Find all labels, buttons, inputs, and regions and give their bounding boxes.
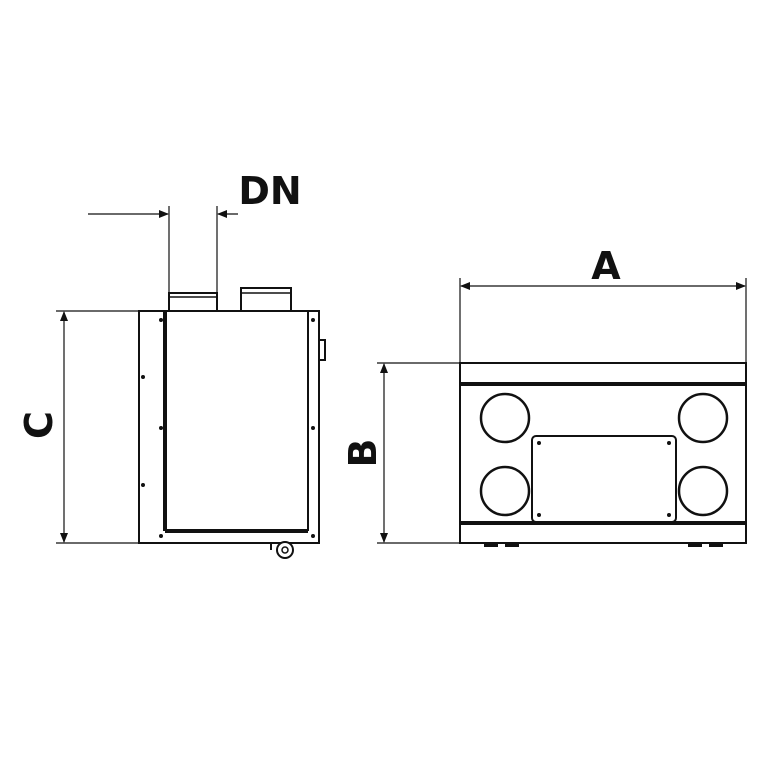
side-view [138,287,326,559]
foot [688,543,702,547]
foot [484,543,498,547]
front-view [459,362,747,547]
dimension-b [377,362,459,544]
access-panel [531,435,677,523]
foot [709,543,723,547]
side-view-body [138,310,320,544]
dim-label-a: A [591,244,621,288]
dim-label-dn: DN [238,169,301,213]
duct-opening-bottom-right [677,465,729,517]
dim-label-c: C [17,411,61,439]
dimension-dn [88,206,238,293]
dimension-a [459,278,747,362]
dimension-c [56,310,138,544]
foot [505,543,519,547]
duct-opening-top-right [677,392,729,444]
duct-opening-bottom-left [479,465,531,517]
spigot-right [240,287,292,312]
dim-label-b: B [341,439,385,468]
duct-opening-top-left [479,392,531,444]
spigot-left [168,292,218,312]
